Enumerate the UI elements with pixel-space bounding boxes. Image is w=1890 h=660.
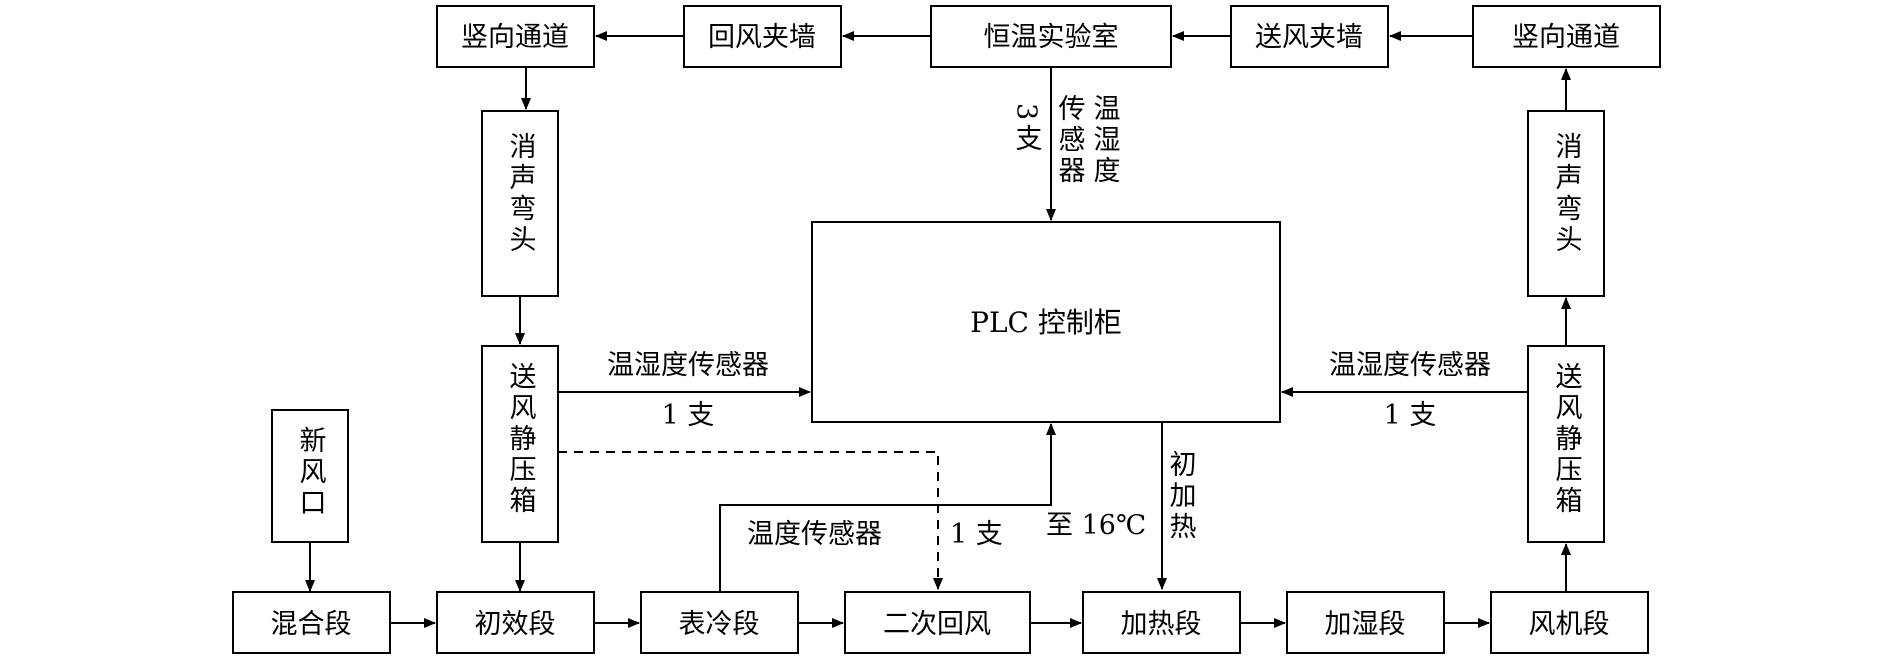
humidifying-label: 加湿段 bbox=[1325, 609, 1406, 640]
muffler-left-box: 消声弯头 bbox=[481, 110, 559, 297]
muffler-left-label: 消声弯头 bbox=[505, 132, 537, 256]
to-16c-label: 至 16℃ bbox=[1046, 510, 1146, 541]
arrow-temp-sensor-to-plc bbox=[719, 423, 1056, 592]
left-sensor-label: 温湿度传感器 bbox=[607, 350, 769, 381]
right-sensor-count-label: 1 支 bbox=[1384, 400, 1437, 431]
plc-label: PLC 控制柜 bbox=[970, 306, 1122, 339]
plenum-right-box: 送风静压箱 bbox=[1527, 345, 1605, 543]
temp-sensor-label: 温度传感器 bbox=[747, 519, 882, 550]
temp-sensor-count-label: 1 支 bbox=[950, 519, 1003, 550]
surface-cooling-label: 表冷段 bbox=[679, 609, 760, 640]
supply-air-wall-label: 送风夹墙 bbox=[1255, 22, 1363, 53]
muffler-right-label: 消声弯头 bbox=[1551, 132, 1583, 256]
lab-label: 恒温实验室 bbox=[984, 22, 1119, 53]
muffler-right-box: 消声弯头 bbox=[1527, 110, 1605, 297]
surface-cooling-box: 表冷段 bbox=[640, 591, 799, 654]
primary-filter-label: 初效段 bbox=[475, 609, 556, 640]
lab-sensor-word-label: 传感器 bbox=[1054, 94, 1086, 187]
plenum-right-label: 送风静压箱 bbox=[1551, 362, 1583, 517]
fresh-air-label: 新风口 bbox=[295, 426, 326, 519]
primary-filter-box: 初效段 bbox=[436, 591, 595, 654]
fan-label: 风机段 bbox=[1529, 609, 1610, 640]
supply-air-wall-box: 送风夹墙 bbox=[1230, 5, 1389, 68]
fan-box: 风机段 bbox=[1490, 591, 1649, 654]
secondary-return-label: 二次回风 bbox=[883, 609, 991, 640]
heating-box: 加热段 bbox=[1082, 591, 1241, 654]
mixing-label: 混合段 bbox=[271, 609, 352, 640]
return-air-wall-box: 回风夹墙 bbox=[683, 5, 842, 68]
vertical-channel-left-box: 竖向通道 bbox=[436, 5, 595, 68]
vertical-channel-left-label: 竖向通道 bbox=[461, 22, 569, 53]
lab-sensor-type-label: 温湿度 bbox=[1089, 94, 1121, 187]
lab-box: 恒温实验室 bbox=[930, 5, 1172, 68]
right-sensor-label: 温湿度传感器 bbox=[1329, 350, 1491, 381]
plenum-left-box: 送风静压箱 bbox=[481, 345, 559, 543]
vertical-channel-right-label: 竖向通道 bbox=[1512, 22, 1620, 53]
preheat-label: 初加热 bbox=[1165, 450, 1197, 543]
plenum-left-label: 送风静压箱 bbox=[505, 362, 537, 517]
humidifying-box: 加湿段 bbox=[1286, 591, 1445, 654]
mixing-box: 混合段 bbox=[232, 591, 391, 654]
plc-box: PLC 控制柜 bbox=[811, 221, 1281, 423]
lab-sensor-count-label: 3支 bbox=[1011, 103, 1043, 155]
heating-label: 加热段 bbox=[1121, 609, 1202, 640]
left-sensor-count-label: 1 支 bbox=[662, 400, 715, 431]
fresh-air-box: 新风口 bbox=[271, 409, 349, 543]
dashed-bypass-to-secondary-return bbox=[558, 451, 943, 590]
return-air-wall-label: 回风夹墙 bbox=[708, 22, 816, 53]
secondary-return-box: 二次回风 bbox=[844, 591, 1031, 654]
vertical-channel-right-box: 竖向通道 bbox=[1472, 5, 1661, 68]
